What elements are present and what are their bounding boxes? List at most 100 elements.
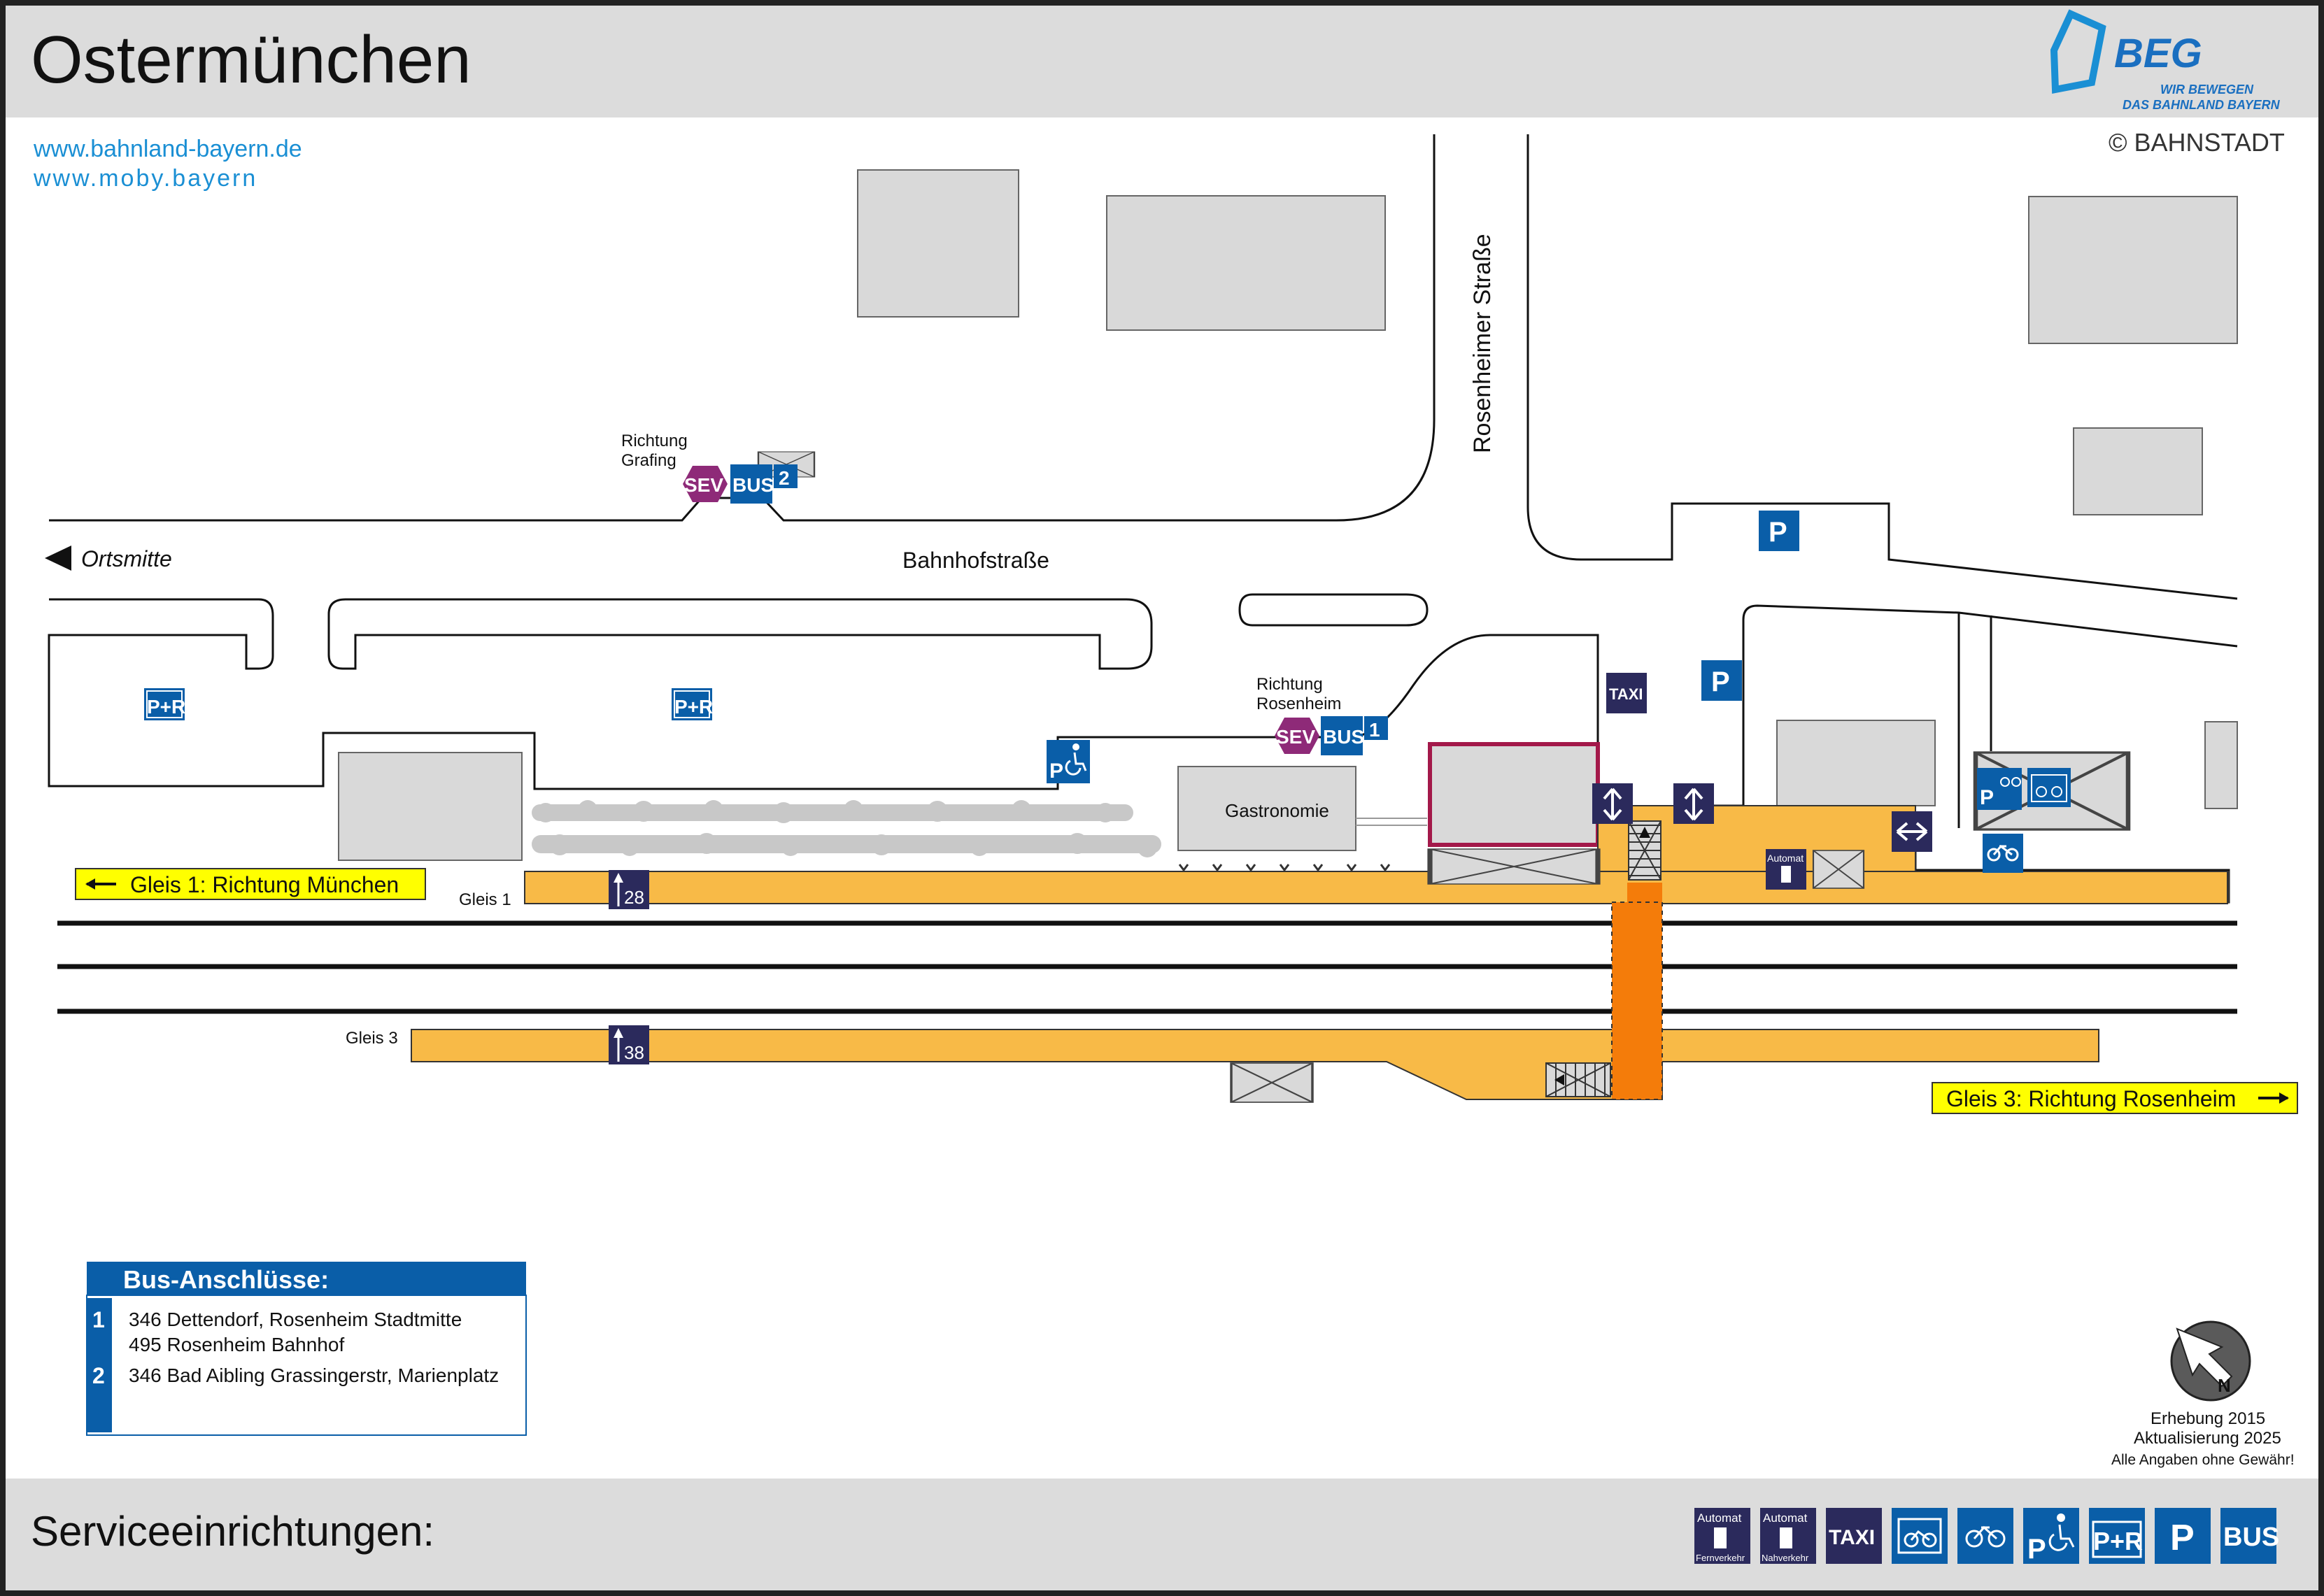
parking-bike-sign: P [1977,768,2022,810]
building [2028,196,2238,344]
automat-label: Automat [1767,853,1804,864]
services-label: Serviceeinrichtungen: [31,1508,434,1555]
bike-parking-icon [1957,1508,2013,1564]
shelter [1430,849,1598,884]
taxi-label: TAXI [1609,685,1643,703]
elevator-icon [1592,783,1633,824]
parking-sign: P [1701,660,1742,701]
underpass-tunnel [1611,902,1663,1100]
platform3-height-sign: 38 [609,1025,649,1064]
svg-text:P: P [2170,1518,2195,1558]
station-building [1428,742,1600,847]
svg-text:Automat: Automat [1697,1511,1742,1525]
building [338,752,523,861]
sev-icon [683,466,728,502]
wheelchair-icon [1072,743,1079,750]
platform1-height-sign: 28 [609,870,649,909]
building [1106,195,1386,331]
page-title: Ostermünchen [31,22,472,97]
stairs-gleis-3 [1545,1062,1611,1097]
logo-slogan-2: DAS BAHNLAND BAYERN [2123,98,2281,112]
park-ride-label: P+R [147,696,185,718]
bus-label: BUS [732,474,774,496]
taxi-sign: TAXI [1606,673,1647,713]
bike-box-sign [2027,768,2071,807]
connection-line: 346 Bad Aibling Grassingerstr, Marienpla… [129,1365,499,1386]
fence [1178,864,1391,872]
gleis1-label: Gleis 1 [459,890,511,909]
platform-gleis-1 [524,871,2228,904]
disabled-parking-sign: P [1047,740,1090,783]
richtung-rosenheim-1: Richtung [1256,675,1323,694]
building [857,169,1019,318]
logo-slogan-1: WIR BEWEGEN [2160,83,2254,97]
connection-line: 346 Dettendorf, Rosenheim Stadtmitte [129,1309,462,1330]
platform1-height: 28 [624,887,644,908]
link-bahnland[interactable]: www.bahnland-bayern.de [33,136,302,162]
gleis3-direction-sign: Gleis 3: Richtung Rosenheim [1932,1082,2298,1114]
bus-icon [730,464,772,504]
svg-text:Automat: Automat [1763,1511,1808,1525]
parking-icon: P [2155,1508,2211,1564]
svg-text:Fernverkehr: Fernverkehr [1696,1553,1745,1563]
bus-label: BUS [1323,726,1364,748]
parking-label: P [1769,517,1787,548]
park-ride-sign: P+R [144,688,185,720]
erhebung: Erhebung 2015 [2151,1409,2265,1428]
ortsmitte-label: Ortsmitte [81,546,172,571]
shelter [1230,1062,1314,1104]
service-icons: Automat Fernverkehr Automat Nahverkehr T… [1694,1508,2279,1565]
building [2204,721,2238,809]
street-bahnhof: Bahnhofstraße [902,548,1049,573]
parking-label: P [1711,667,1730,697]
bus-icon: BUS [2220,1508,2279,1564]
connection-stop-1: 1 [92,1307,105,1332]
streets [48,134,2238,904]
park-ride-label: P+R [674,696,713,718]
north-arrow: N [2170,1320,2251,1402]
automat-fernverkehr-icon: Automat Fernverkehr [1694,1508,1750,1564]
gleis3-label: Gleis 3 [346,1029,398,1048]
bus-stop-2[interactable]: SEV BUS 2 [683,464,798,504]
bus-connections-title: Bus-Anschlüsse: [123,1265,329,1294]
header-band [6,6,2318,117]
connection-stop-2: 2 [92,1363,105,1388]
beg-logo-icon [2050,9,2106,94]
parking-sign: P [1759,511,1799,551]
stairs-gleis-1 [1628,820,1661,881]
parking-label: P [1980,786,1994,809]
svg-text:P: P [2027,1534,2046,1565]
shelter [1812,849,1865,890]
hedge [532,800,1161,857]
north-label: N [2218,1375,2231,1396]
gastronomie-building [1177,766,1356,851]
sev-label: SEV [684,474,723,496]
tracks [57,920,2237,1014]
gleis1-direction: Gleis 1: Richtung München [130,872,399,897]
horizontal-passage-icon [1892,811,1932,852]
elevator-icon [1673,783,1714,824]
automat-nahverkehr-icon: Automat Nahverkehr [1760,1508,1816,1564]
park-ride-sign: P+R [672,688,713,720]
svg-text:BUS: BUS [2223,1523,2279,1552]
platform3-height: 38 [624,1042,644,1063]
sev-label: SEV [1276,726,1315,748]
stop-1-number: 1 [1369,719,1380,741]
arrow-left-icon [45,546,71,571]
sev-icon [1275,718,1319,754]
richtung-grafing-1: Richtung [621,432,688,450]
disabled-parking-icon: P [2023,1508,2079,1565]
svg-text:Nahverkehr: Nahverkehr [1762,1553,1809,1563]
building [1776,720,1936,806]
bus-stop-1[interactable]: SEV BUS 1 [1275,716,1388,755]
aktualisierung: Aktualisierung 2025 [2134,1429,2281,1448]
stop-number-badge [774,464,798,488]
connection-line: 495 Rosenheim Bahnhof [129,1334,344,1355]
gleis1-direction-sign: Gleis 1: Richtung München [75,868,426,900]
svg-text:TAXI: TAXI [1829,1526,1875,1549]
bike-box-icon [1892,1508,1948,1564]
stop-number-badge [1364,716,1388,740]
svg-text:P+R: P+R [2093,1527,2143,1555]
link-moby[interactable]: www.moby.bayern [33,165,257,192]
park-ride-icon: P+R [2089,1508,2145,1564]
